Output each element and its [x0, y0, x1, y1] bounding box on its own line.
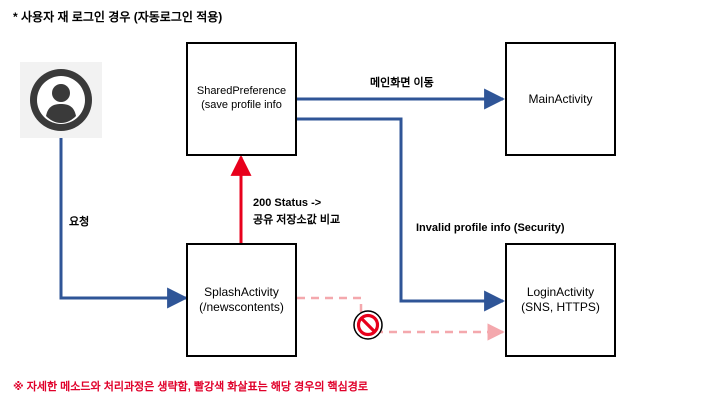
splash-activity-subtitle: (/newscontents) [199, 300, 284, 314]
request-arrow [59, 138, 189, 309]
splash-activity-title: SplashActivity [204, 285, 279, 299]
login-activity-subtitle: (SNS, HTTPS) [521, 300, 600, 314]
prohibited-icon [353, 310, 383, 340]
diagram-title: * 사용자 재 로그인 경우 (자동로그인 적용) [13, 10, 223, 24]
login-activity-title: LoginActivity [526, 285, 595, 299]
login-activity-node: LoginActivity (SNS, HTTPS) [505, 243, 616, 357]
user-avatar-icon [20, 62, 102, 138]
footer-note: ※ 자세한 메소드와 처리과정은 생략함, 빨강색 화살표는 해당 경우의 핵심… [13, 381, 368, 393]
invalid-profile-arrow [297, 117, 506, 312]
status-label-line2: 공유 저장소값 비교 [253, 214, 341, 226]
shared-preference-subtitle: (save profile info [201, 99, 282, 111]
main-activity-node: MainActivity [505, 42, 616, 156]
status-label-line1: 200 Status -> [253, 197, 322, 209]
shared-preference-title: SharedPreference [196, 85, 287, 98]
to-main-label: 메인화면 이동 [370, 77, 434, 89]
invalid-profile-label: Invalid profile info (Security) [416, 222, 565, 234]
shared-preference-node: SharedPreference (save profile info [186, 42, 297, 156]
blocked-path-arrow [297, 296, 505, 341]
splash-activity-node: SplashActivity (/newscontents) [186, 243, 297, 357]
request-label: 요청 [69, 216, 90, 228]
main-activity-title: MainActivity [528, 91, 593, 106]
